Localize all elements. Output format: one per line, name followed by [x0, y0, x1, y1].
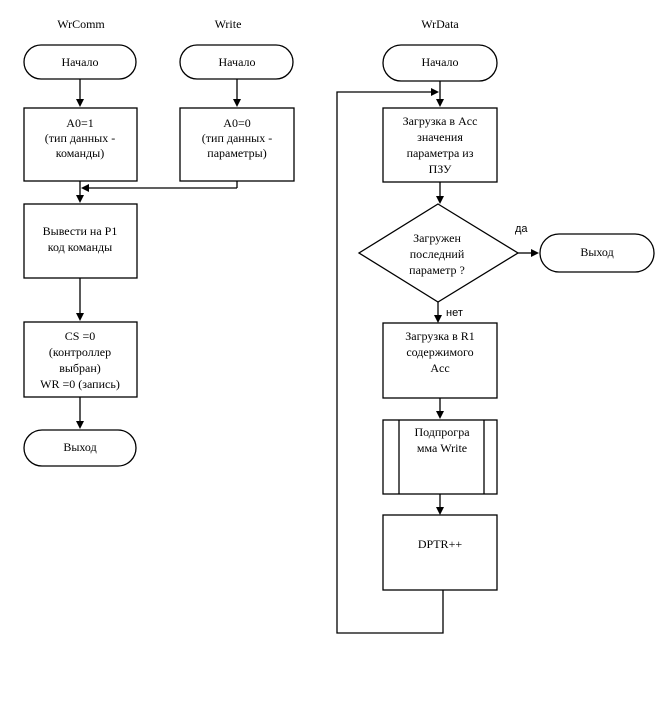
wrdata-connector-3 — [436, 398, 444, 419]
wrcomm-connector-1 — [76, 79, 84, 107]
wrcomm-set-a0-line-1: A0=1 — [66, 116, 93, 130]
wrdata-no-label: нет — [446, 307, 463, 319]
wrdata-load-r1-line-1: Загрузка в R1 — [405, 329, 475, 343]
wrcomm-cs-line-3: выбран) — [59, 361, 101, 375]
wrcomm-output-block: Вывести на P1 код команды — [23, 203, 138, 279]
wrdata-decision-line-1: Загружен — [413, 231, 461, 245]
wrdata-load-r1-line-3: Acc — [430, 361, 449, 375]
wrcomm-set-a0-line-2: (тип данных - — [45, 131, 115, 145]
title-write: Write — [215, 17, 242, 31]
wrdata-no-connector: нет — [434, 302, 463, 323]
wrcomm-output-line-1: Вывести на P1 — [43, 224, 118, 238]
title-wrdata: WrData — [421, 17, 459, 31]
wrdata-load-acc-line-4: ПЗУ — [429, 162, 452, 176]
wrdata-dptr-block: DPTR++ — [382, 514, 498, 591]
wrdata-subroutine-line-2: мма Write — [417, 441, 467, 455]
wrcomm-exit-label: Выход — [63, 440, 96, 454]
wrdata-load-acc-line-1: Загрузка в Acc — [403, 114, 478, 128]
wrdata-decision-diamond: Загружен последний параметр ? — [357, 203, 520, 303]
wrdata-yes-label: да — [515, 223, 528, 235]
wrdata-decision-line-3: параметр ? — [409, 263, 465, 277]
wrdata-connector-2 — [436, 182, 444, 204]
wrcomm-start-label: Начало — [62, 55, 99, 69]
write-connector-1 — [233, 79, 241, 107]
wrdata-subroutine-block: Подпрогра мма Write — [382, 419, 498, 495]
wrcomm-exit-terminator: Выход — [23, 429, 137, 467]
wrcomm-start-terminator: Начало — [23, 44, 137, 80]
wrdata-exit-terminator: Выход — [539, 233, 655, 273]
write-set-a0-line-3: параметры) — [207, 146, 266, 160]
wrdata-loop-back-connector — [336, 88, 444, 634]
wrdata-yes-connector: да — [515, 223, 539, 257]
write-set-a0-line-2: (тип данных - — [202, 131, 272, 145]
wrdata-load-acc-block: Загрузка в Acc значения параметра из ПЗУ — [382, 107, 498, 183]
wrcomm-set-a0-line-3: команды) — [56, 146, 104, 160]
wrcomm-output-line-2: код команды — [48, 240, 112, 254]
write-merge-connector — [81, 181, 238, 192]
wrdata-exit-label: Выход — [580, 245, 613, 259]
wrcomm-set-a0-block: A0=1 (тип данных - команды) — [23, 107, 138, 182]
write-start-label: Начало — [219, 55, 256, 69]
wrdata-start-terminator: Начало — [382, 44, 498, 82]
wrdata-load-acc-line-2: значения — [417, 130, 463, 144]
wrdata-load-acc-line-3: параметра из — [407, 146, 474, 160]
write-start-terminator: Начало — [179, 44, 294, 80]
wrcomm-cs-line-4: WR =0 (запись) — [40, 377, 120, 391]
wrdata-connector-4 — [436, 494, 444, 515]
wrcomm-connector-4 — [76, 397, 84, 429]
wrdata-load-r1-block: Загрузка в R1 содержимого Acc — [382, 322, 498, 399]
title-wrcomm: WrComm — [57, 17, 105, 31]
write-set-a0-line-1: A0=0 — [223, 116, 250, 130]
write-set-a0-block: A0=0 (тип данных - параметры) — [179, 107, 295, 182]
wrcomm-cs-line-2: (контроллер — [49, 345, 111, 359]
wrdata-load-r1-line-2: содержимого — [406, 345, 473, 359]
wrcomm-connector-3 — [76, 278, 84, 321]
wrdata-start-label: Начало — [422, 55, 459, 69]
wrcomm-cs-line-1: CS =0 — [65, 329, 95, 343]
wrcomm-connector-2 — [76, 181, 84, 203]
wrdata-subroutine-line-1: Подпрогра — [414, 425, 470, 439]
wrcomm-cs-block: CS =0 (контроллер выбран) WR =0 (запись) — [23, 321, 138, 398]
wrdata-dptr-label: DPTR++ — [418, 537, 462, 551]
wrdata-connector-1 — [436, 81, 444, 107]
wrdata-decision-line-2: последний — [410, 247, 465, 261]
